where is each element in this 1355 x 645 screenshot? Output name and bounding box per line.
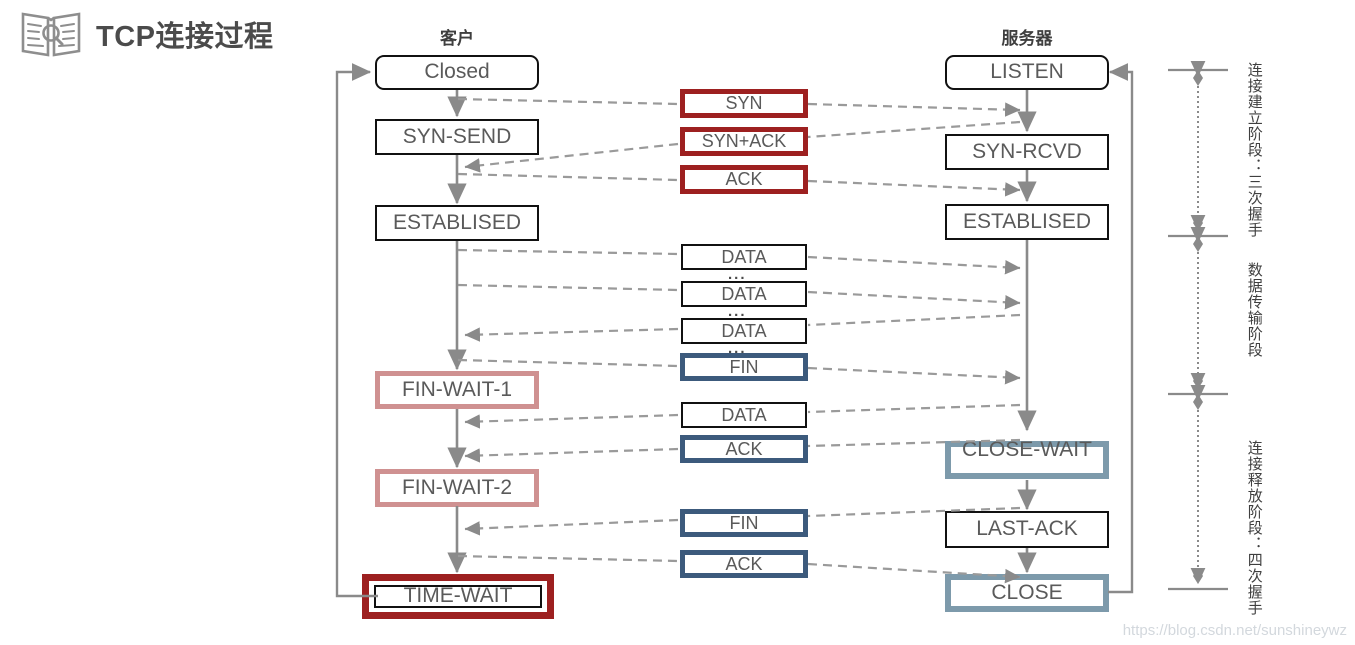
message-label: DATA [721, 320, 767, 341]
state-client-established[interactable]: ESTABLISED [375, 205, 539, 241]
page-header: TCP连接过程 [20, 8, 274, 60]
state-label: SYN-RCVD [972, 139, 1082, 163]
state-label: FIN-WAIT-1 [401, 377, 513, 401]
phase-label-connection-release: 连接释放阶段：四次握手 [1245, 440, 1263, 616]
client-column-heading: 客户 [440, 29, 474, 48]
message-label: FIN [729, 356, 759, 377]
state-client-closed[interactable]: Closed [375, 55, 539, 90]
message-label: DATA [721, 246, 767, 267]
message-label: ACK [725, 169, 763, 189]
message-label: ACK [725, 438, 763, 459]
open-book-icon [21, 12, 81, 57]
message-data-1[interactable]: DATA [681, 244, 807, 270]
message-ack-fin1[interactable]: ACK [680, 435, 808, 463]
message-syn-ack[interactable]: SYN+ACK [680, 127, 808, 156]
state-client-fin-wait-2[interactable]: FIN-WAIT-2 [375, 469, 539, 507]
state-server-syn-rcvd[interactable]: SYN-RCVD [945, 134, 1109, 170]
message-data-2[interactable]: DATA [681, 281, 807, 307]
watermark: https://blog.csdn.net/sunshineywz [1122, 622, 1347, 639]
ellipsis-1: ... [728, 266, 747, 283]
state-client-fin-wait-1[interactable]: FIN-WAIT-1 [375, 371, 539, 409]
state-label: ESTABLISED [393, 210, 521, 234]
state-label: SYN-SEND [402, 124, 512, 148]
state-client-syn-send[interactable]: SYN-SEND [375, 119, 539, 155]
phase-label-connection-establishment: 连接建立阶段：三次握手 [1245, 62, 1263, 238]
phase-label-data-transfer: 数据传输阶段 [1245, 262, 1263, 358]
state-server-established[interactable]: ESTABLISED [945, 204, 1109, 240]
message-data-3[interactable]: DATA [681, 318, 807, 344]
state-server-last-ack[interactable]: LAST-ACK [945, 511, 1109, 548]
state-label: ESTABLISED [963, 209, 1091, 233]
page-title: TCP连接过程 [96, 21, 274, 53]
state-server-close[interactable]: CLOSE [945, 574, 1109, 612]
state-label: Closed [424, 60, 490, 84]
message-label: FIN [729, 512, 759, 533]
state-server-listen[interactable]: LISTEN [945, 55, 1109, 90]
message-label: SYN+ACK [701, 131, 787, 151]
message-syn[interactable]: SYN [680, 89, 808, 118]
state-label: LISTEN [990, 60, 1064, 84]
state-label: CLOSE-WAIT [962, 438, 1092, 461]
message-ack-handshake[interactable]: ACK [680, 165, 808, 194]
message-data-4[interactable]: DATA [681, 402, 807, 428]
ellipsis-3: ... [728, 340, 747, 357]
state-label: FIN-WAIT-2 [401, 475, 513, 499]
message-ack-final[interactable]: ACK [680, 550, 808, 578]
state-label: LAST-ACK [976, 517, 1078, 541]
message-label: DATA [721, 283, 767, 304]
state-client-time-wait[interactable]: TIME-WAIT [362, 574, 554, 619]
message-label: SYN [725, 93, 763, 113]
message-label: ACK [725, 553, 763, 574]
state-label: CLOSE [991, 580, 1063, 604]
message-fin-client[interactable]: FIN [680, 353, 808, 381]
message-fin-server[interactable]: FIN [680, 509, 808, 537]
message-label: DATA [721, 404, 767, 425]
server-column-heading: 服务器 [1001, 29, 1053, 48]
ellipsis-2: ... [728, 303, 747, 320]
state-server-close-wait[interactable]: CLOSE-WAIT [945, 438, 1109, 479]
state-label-frame: TIME-WAIT [374, 585, 542, 608]
state-label: TIME-WAIT [403, 584, 513, 608]
